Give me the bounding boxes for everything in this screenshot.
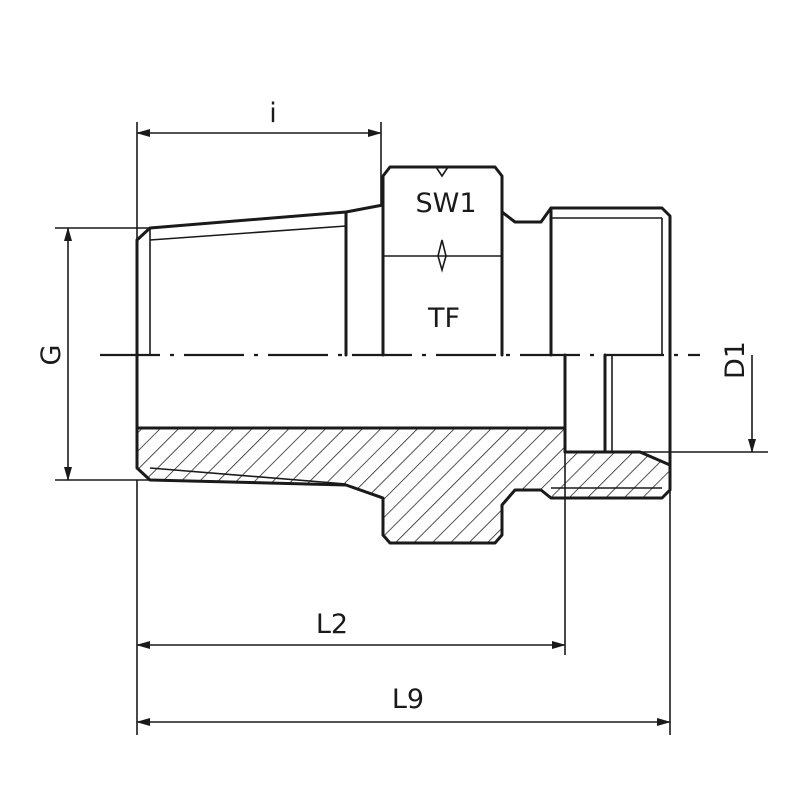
label-g: G — [36, 345, 67, 366]
section-thread-line — [149, 467, 347, 485]
hex-notch-top — [435, 166, 449, 178]
body-outline-upper — [135, 165, 672, 357]
label-i: i — [269, 98, 277, 129]
hex-notch-mid — [437, 239, 447, 273]
hatched-section — [135, 426, 672, 545]
label-l9: L9 — [392, 684, 424, 715]
label-sw1: SW1 — [415, 188, 476, 219]
label-d1: D1 — [720, 341, 751, 379]
label-l2: L2 — [316, 609, 348, 640]
taper-thread-line — [149, 225, 347, 241]
label-tf: TF — [427, 303, 460, 334]
